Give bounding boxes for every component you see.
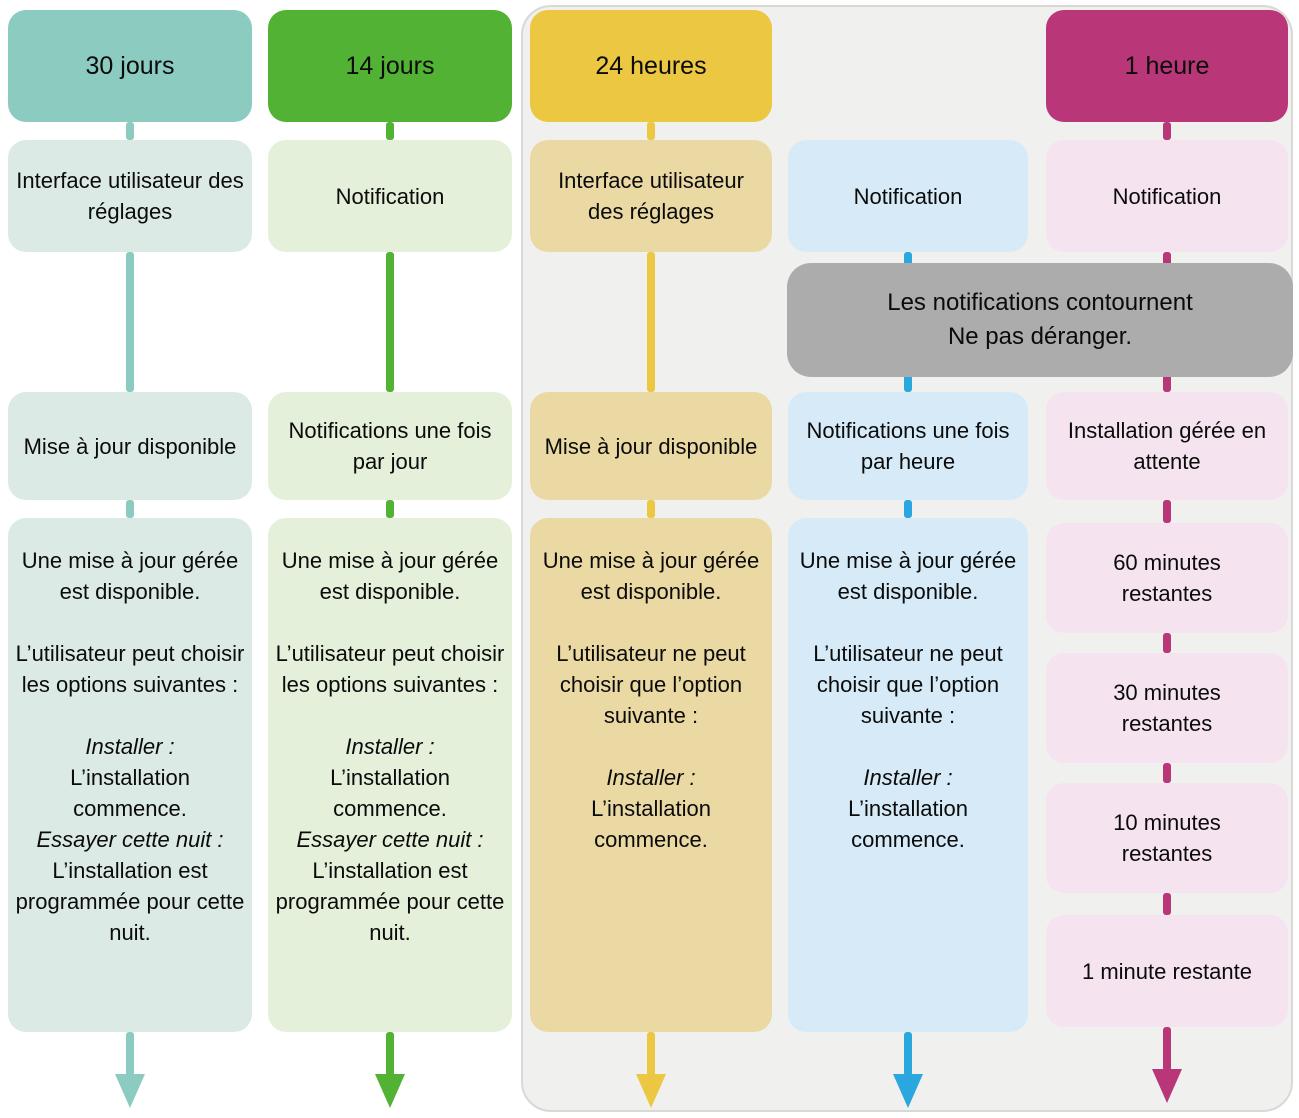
box-label: Interface utilisateur des réglages bbox=[558, 168, 744, 224]
flow-arrow bbox=[386, 1032, 394, 1076]
header-1-heure: 1 heure bbox=[1046, 10, 1288, 122]
detail-paragraph: Une mise à jour gérée est disponible. bbox=[281, 548, 499, 604]
box-label: Installation gérée en attente bbox=[1067, 418, 1267, 474]
detail-paragraph: L’installation commence. bbox=[330, 765, 450, 821]
milestone-box-30-min: 30 minutes restantes bbox=[1046, 653, 1288, 763]
flow-arrow bbox=[1163, 1027, 1171, 1071]
detail-paragraph: L’utilisateur peut choisir les options s… bbox=[275, 641, 505, 697]
box-label: 60 minutes restantes bbox=[1113, 550, 1221, 606]
notification-box: Notification bbox=[268, 140, 512, 252]
connector-line bbox=[1163, 893, 1171, 915]
header-label: 1 heure bbox=[1124, 51, 1210, 80]
connector-line bbox=[647, 252, 655, 392]
detail-paragraph: Une mise à jour gérée est disponible. bbox=[799, 548, 1017, 604]
header-label: 30 jours bbox=[85, 51, 175, 80]
header-label: 24 heures bbox=[595, 51, 707, 80]
milestone-box-1-min: 1 minute restante bbox=[1046, 915, 1288, 1027]
detail-paragraph: Installer : bbox=[85, 734, 175, 759]
arrow-head-icon bbox=[375, 1074, 405, 1108]
header-24-heures: 24 heures bbox=[530, 10, 772, 122]
connector-line bbox=[1163, 763, 1171, 783]
box-label: Notifications une fois par jour bbox=[288, 418, 492, 474]
arrow-head-icon bbox=[893, 1074, 923, 1108]
detail-paragraph: L’installation est programmée pour cette… bbox=[15, 858, 245, 945]
notification-box: Notification bbox=[1046, 140, 1288, 252]
pending-install-box: Installation gérée en attente bbox=[1046, 392, 1288, 500]
detail-paragraph: L’installation commence. bbox=[848, 796, 968, 852]
detail-box: Une mise à jour gérée est disponible. L’… bbox=[268, 518, 512, 1032]
connector-line bbox=[386, 122, 394, 140]
settings-ui-box: Interface utilisateur des réglages bbox=[8, 140, 252, 252]
box-label: Notifications une fois par heure bbox=[806, 418, 1010, 474]
connector-line bbox=[1163, 122, 1171, 140]
column-24-hours: 24 heures Interface utilisateur des régl… bbox=[530, 0, 772, 1118]
connector-line bbox=[1163, 500, 1171, 523]
milestone-box-10-min: 10 minutes restantes bbox=[1046, 783, 1288, 893]
detail-box: Une mise à jour gérée est disponible. L’… bbox=[788, 518, 1028, 1032]
connector-line bbox=[126, 122, 134, 140]
detail-box: Une mise à jour gérée est disponible. L’… bbox=[8, 518, 252, 1032]
detail-paragraph: L’installation commence. bbox=[591, 796, 711, 852]
detail-paragraph: Essayer cette nuit : bbox=[36, 827, 224, 852]
milestone-box-60-min: 60 minutes restantes bbox=[1046, 523, 1288, 633]
column-14-days: 14 jours Notification Notifications une … bbox=[268, 0, 512, 1118]
box-label: Notification bbox=[853, 183, 963, 209]
detail-paragraph: L’utilisateur peut choisir les options s… bbox=[15, 641, 245, 697]
detail-paragraph: L’installation commence. bbox=[70, 765, 190, 821]
box-label: 1 minute restante bbox=[1082, 958, 1252, 984]
hourly-notifications-box: Notifications une fois par heure bbox=[788, 392, 1028, 500]
box-label: Notification bbox=[1112, 183, 1222, 209]
connector-line bbox=[904, 500, 912, 518]
detail-paragraph: L’installation est programmée pour cette… bbox=[275, 858, 505, 945]
detail-paragraph: Installer : bbox=[863, 765, 953, 790]
header-30-jours: 30 jours bbox=[8, 10, 252, 122]
box-label: 10 minutes restantes bbox=[1113, 810, 1221, 866]
box-label: Notification bbox=[335, 183, 445, 209]
box-label: Mise à jour disponible bbox=[23, 433, 237, 459]
header-label: 14 jours bbox=[345, 51, 435, 80]
settings-ui-box: Interface utilisateur des réglages bbox=[530, 140, 772, 252]
connector-line bbox=[647, 122, 655, 140]
connector-line bbox=[647, 500, 655, 518]
connector-line bbox=[1163, 633, 1171, 653]
update-available-box: Mise à jour disponible bbox=[8, 392, 252, 500]
arrow-head-icon bbox=[636, 1074, 666, 1108]
arrow-head-icon bbox=[115, 1074, 145, 1108]
flow-arrow bbox=[126, 1032, 134, 1076]
detail-paragraph: Installer : bbox=[606, 765, 696, 790]
column-1-hour: 1 heure Notification Installation gérée … bbox=[1046, 0, 1288, 1118]
detail-paragraph: L’utilisateur ne peut choisir que l’opti… bbox=[556, 641, 746, 728]
detail-box: Une mise à jour gérée est disponible. L’… bbox=[530, 518, 772, 1032]
detail-paragraph: Essayer cette nuit : bbox=[296, 827, 484, 852]
connector-line bbox=[386, 252, 394, 392]
detail-paragraph: L’utilisateur ne peut choisir que l’opti… bbox=[813, 641, 1003, 728]
connector-line bbox=[386, 500, 394, 518]
notification-box: Notification bbox=[788, 140, 1028, 252]
box-label: 30 minutes restantes bbox=[1113, 680, 1221, 736]
flow-arrow bbox=[904, 1032, 912, 1076]
box-label: Interface utilisateur des réglages bbox=[16, 168, 244, 224]
header-14-jours: 14 jours bbox=[268, 10, 512, 122]
note-line: Ne pas déranger. bbox=[947, 323, 1133, 350]
connector-line bbox=[126, 500, 134, 518]
flow-arrow bbox=[647, 1032, 655, 1076]
dnd-bypass-note: Les notifications contournent Ne pas dér… bbox=[787, 263, 1293, 377]
detail-paragraph: Une mise à jour gérée est disponible. bbox=[542, 548, 760, 604]
arrow-head-icon bbox=[1152, 1069, 1182, 1103]
connector-line bbox=[126, 252, 134, 392]
box-label: Mise à jour disponible bbox=[544, 433, 758, 459]
detail-paragraph: Installer : bbox=[345, 734, 435, 759]
column-hourly-notifications: Notification Notifications une fois par … bbox=[788, 0, 1028, 1118]
column-30-days: 30 jours Interface utilisateur des régla… bbox=[8, 0, 252, 1118]
update-available-box: Mise à jour disponible bbox=[530, 392, 772, 500]
detail-paragraph: Une mise à jour gérée est disponible. bbox=[21, 548, 239, 604]
daily-notifications-box: Notifications une fois par jour bbox=[268, 392, 512, 500]
note-line: Les notifications contournent bbox=[887, 289, 1193, 316]
